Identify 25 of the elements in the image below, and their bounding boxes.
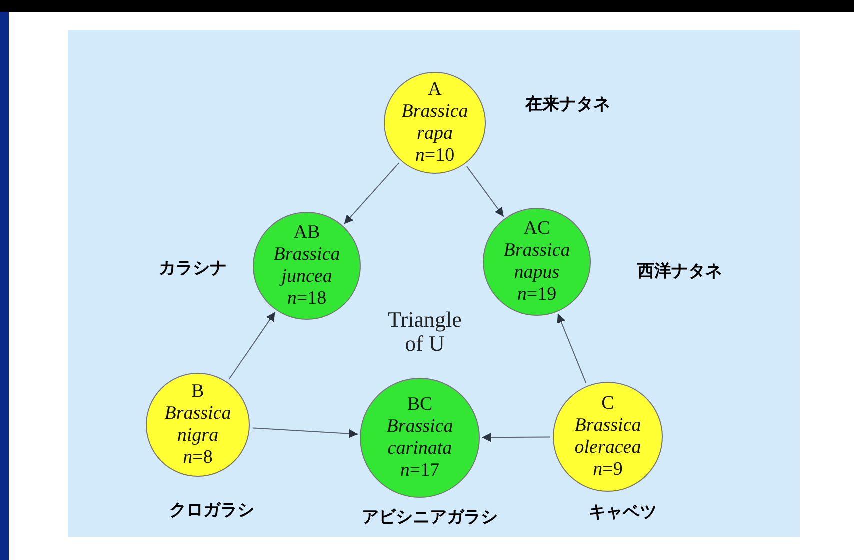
genome-label: BC <box>406 394 434 416</box>
chromosome-count: n=19 <box>516 284 558 306</box>
arrow <box>252 428 359 438</box>
arrow <box>482 433 550 442</box>
chromosome-count: n=18 <box>286 288 328 310</box>
common-name: アビシニアガラシ <box>362 506 498 528</box>
genome-label: B <box>190 381 206 403</box>
common-name: 西洋ナタネ <box>638 260 722 282</box>
chromosome-count: n=9 <box>592 459 624 481</box>
chromosome-count: n=10 <box>414 145 456 167</box>
arrow <box>228 312 276 380</box>
common-name: カラシナ <box>159 258 227 280</box>
chromosome-count: n=8 <box>182 447 214 469</box>
common-name: 在来ナタネ <box>526 94 610 116</box>
common-name: クロガラシ <box>170 500 254 522</box>
arrow <box>557 313 587 384</box>
common-name: キャベツ <box>589 502 657 524</box>
genome-label: AB <box>292 222 322 244</box>
genome-label: A <box>427 79 443 101</box>
genome-label: C <box>600 393 616 415</box>
chromosome-count: n=17 <box>399 460 441 482</box>
center-label: Triangle of U <box>387 308 463 356</box>
arrow <box>466 166 504 218</box>
arrow <box>344 162 400 225</box>
genome-label: AC <box>522 218 552 240</box>
